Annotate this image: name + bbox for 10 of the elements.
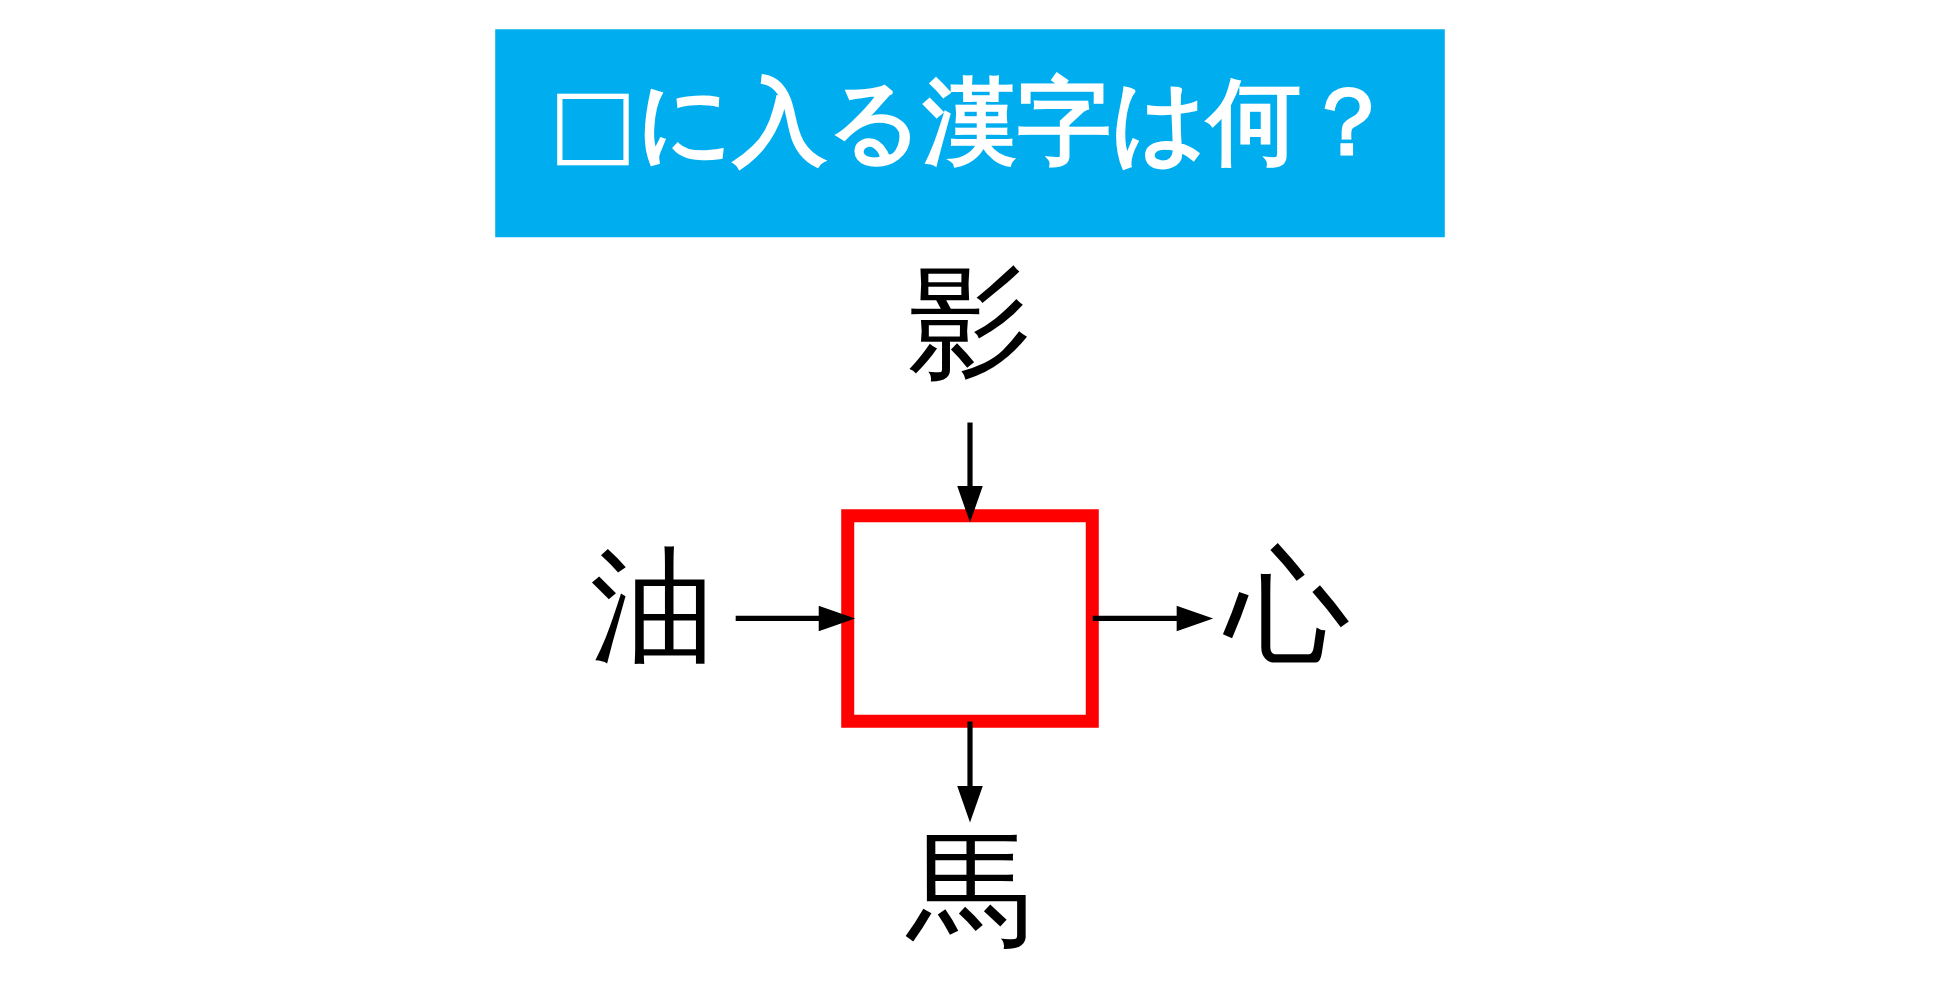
node-text: 心 xyxy=(1224,533,1350,679)
node-box xyxy=(841,509,1099,728)
arrow xyxy=(1092,605,1214,632)
node-text: 馬 xyxy=(907,816,1033,962)
arrow xyxy=(957,721,983,823)
node-text: 油 xyxy=(590,533,716,679)
diagram-title: □に入る漢字は何？ xyxy=(548,66,1396,176)
arrow xyxy=(957,422,983,523)
arrow xyxy=(735,605,856,632)
node-text: 影 xyxy=(907,249,1033,395)
